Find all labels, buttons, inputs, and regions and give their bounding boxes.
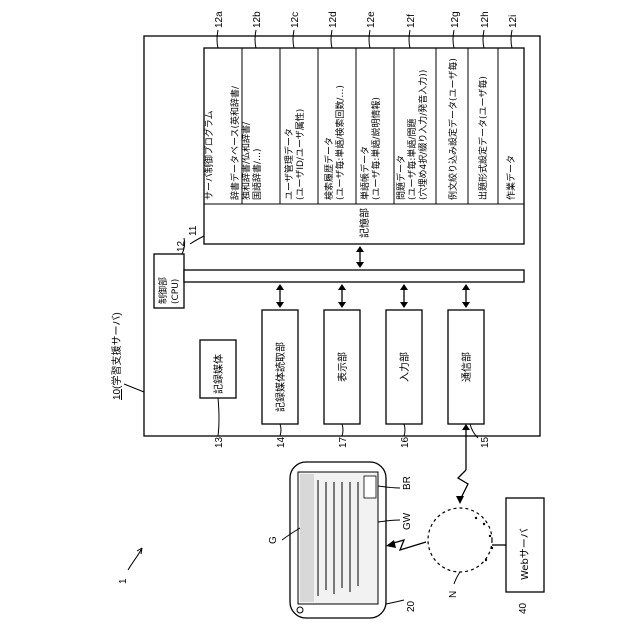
- svg-text:14: 14: [276, 436, 287, 448]
- storage-ref: 12: [176, 240, 187, 252]
- network-dots: [475, 517, 493, 561]
- recording-medium-label: 記録媒体: [212, 354, 225, 394]
- storage-item-example-filter: 例文絞り込み設定データ(ユーザ毎): [447, 58, 459, 200]
- storage-item-work-data: 作業データ: [505, 155, 517, 200]
- svg-text:辞書データベース(英和辞書/: 辞書データベース(英和辞書/: [229, 85, 241, 200]
- svg-text:13: 13: [214, 436, 225, 448]
- svg-text:15: 15: [480, 436, 491, 448]
- svg-text:12e: 12e: [366, 11, 377, 28]
- svg-text:(ユーザ毎:単語/検索回数/…): (ユーザ毎:単語/検索回数/…): [334, 85, 346, 200]
- system-bus: [184, 270, 524, 282]
- network-circle: [428, 508, 492, 572]
- svg-text:(ユーザID/ユーザ属性): (ユーザID/ユーザ属性): [294, 109, 306, 200]
- svg-text:16: 16: [400, 436, 411, 448]
- medium-reader-label: 記録媒体読取部: [274, 342, 287, 412]
- cpu-ref: 11: [188, 225, 199, 236]
- gw-ref: GW: [402, 512, 413, 530]
- server-leader: [124, 384, 144, 392]
- svg-text:独和辞書/仏和辞書/: 独和辞書/仏和辞書/: [240, 121, 252, 200]
- screen-ref: G: [268, 536, 279, 544]
- svg-text:(ユーザ毎:単語/問題: (ユーザ毎:単語/問題: [406, 119, 418, 200]
- svg-text:12i: 12i: [508, 15, 519, 28]
- storage-label: 記憶部: [358, 208, 371, 238]
- svg-text:12a: 12a: [214, 11, 225, 28]
- svg-text:12h: 12h: [480, 11, 491, 28]
- cpu-label-line1: 制御部: [157, 277, 169, 304]
- cpu-label-line2: (CPU): [171, 279, 181, 304]
- br-ref: BR: [402, 476, 413, 490]
- svg-text:単語帳データ: 単語帳データ: [359, 146, 371, 200]
- web-server-label: Webサーバ: [519, 528, 531, 580]
- svg-text:(ユーザ毎:単語/説明情報): (ユーザ毎:単語/説明情報): [370, 97, 382, 200]
- network-leader: [454, 572, 460, 584]
- input-unit-label: 入力部: [398, 352, 411, 382]
- server-ref: 10(学習支援サーバ): [110, 312, 123, 400]
- terminal-ref: 20: [406, 600, 417, 612]
- svg-text:検索履歴データ: 検索履歴データ: [323, 137, 335, 200]
- display-unit-label: 表示部: [336, 352, 349, 382]
- svg-text:17: 17: [338, 436, 349, 448]
- svg-text:12b: 12b: [252, 11, 263, 28]
- svg-text:12g: 12g: [450, 11, 461, 28]
- web-server-ref: 40: [518, 602, 529, 614]
- svg-text:国語辞書/…): 国語辞書/…): [251, 148, 263, 200]
- figure-number: 1: [118, 578, 129, 584]
- storage-item-server-program: サーバ制御プログラム: [203, 110, 215, 200]
- svg-text:12d: 12d: [328, 11, 339, 28]
- terminal-leader: [386, 600, 404, 604]
- svg-text:12f: 12f: [406, 14, 417, 28]
- svg-text:12c: 12c: [290, 12, 301, 28]
- communication-unit-label: 通信部: [460, 352, 473, 382]
- svg-text:問題データ: 問題データ: [395, 155, 407, 200]
- svg-text:(穴埋め4択/綴り入力/発音入力)): (穴埋め4択/綴り入力/発音入力)): [417, 70, 429, 200]
- storage-item-question-format: 出題形式設定データ(ユーザ毎): [477, 76, 489, 200]
- figure-leader: [128, 548, 142, 570]
- svg-text:ユーザ管理データ: ユーザ管理データ: [283, 128, 295, 200]
- network-ref: N: [448, 591, 459, 598]
- terminal-network-link: [386, 540, 426, 550]
